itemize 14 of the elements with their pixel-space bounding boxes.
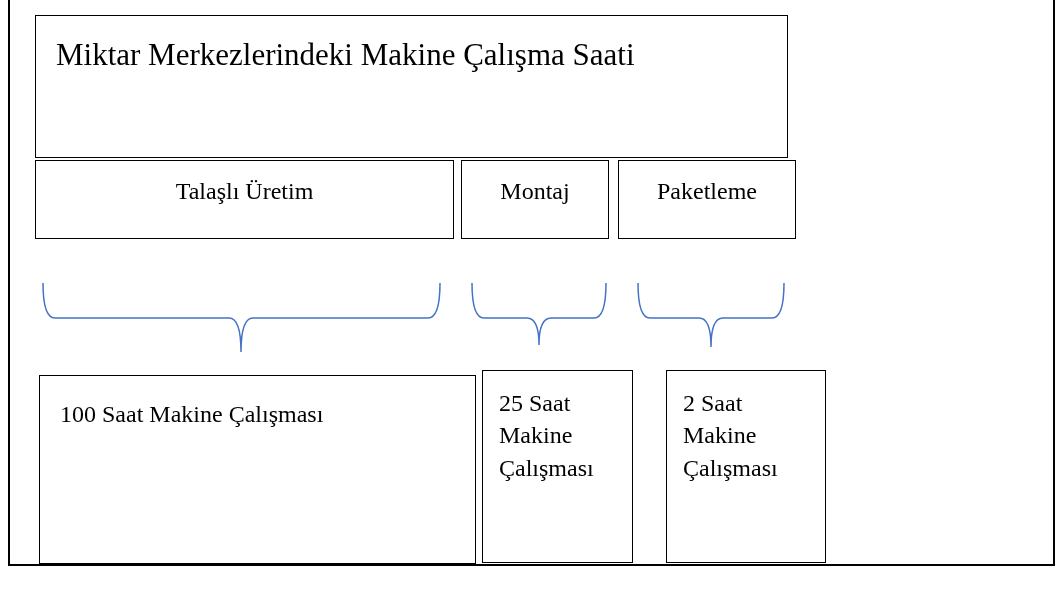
text-box [666, 370, 826, 563]
box-label: Montaj [500, 177, 570, 206]
box-label: 100 Saat Makine Çalışması [60, 400, 324, 429]
text-box [618, 160, 796, 239]
box-label: Miktar Merkezlerindeki Makine Çalışma Saati [56, 36, 635, 74]
box-label: Paketleme [657, 177, 757, 206]
text-box [39, 375, 476, 564]
box-label: Talaşlı Üretim [175, 177, 314, 206]
text-box [482, 370, 633, 563]
text-box [35, 15, 788, 158]
text-box [35, 160, 454, 239]
text-box [461, 160, 609, 239]
box-label: 25 Saat Makine Çalışması [499, 389, 595, 483]
box-label: 2 Saat Makine Çalışması [683, 389, 779, 483]
